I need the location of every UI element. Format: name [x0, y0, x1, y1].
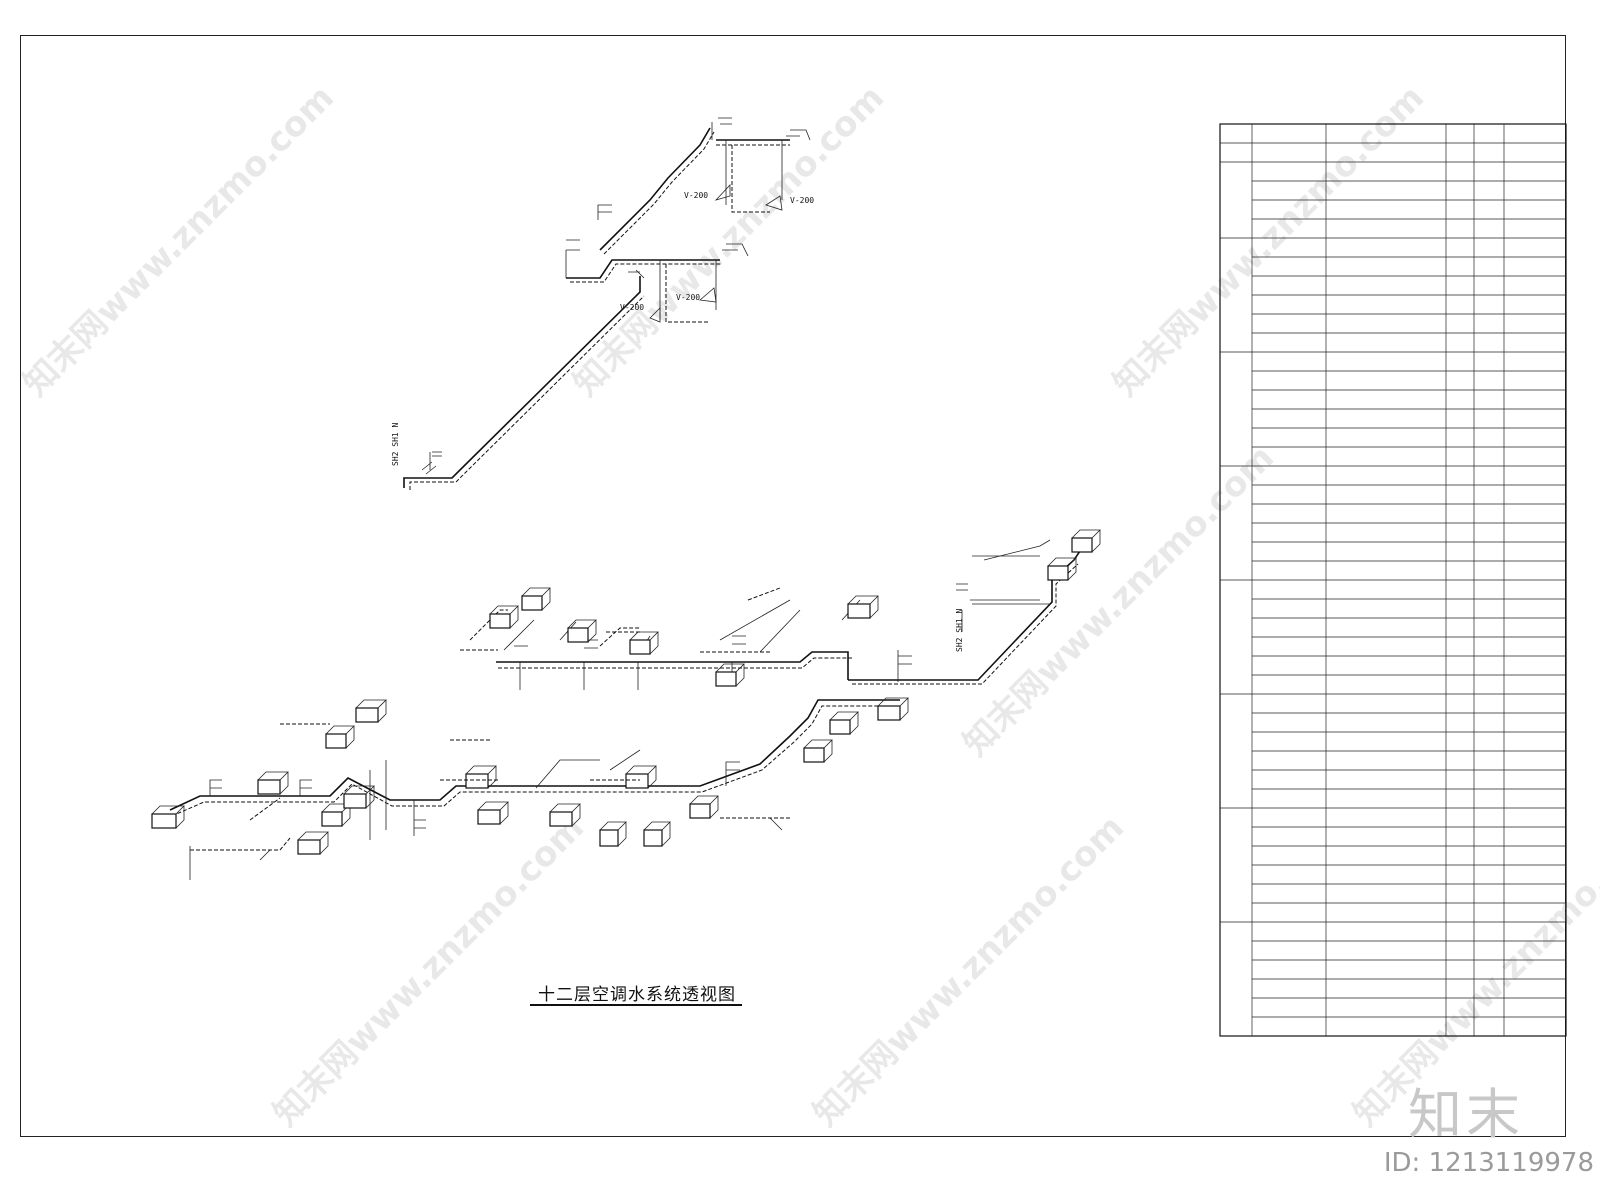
- drawing-title: 十二层空调水系统透视图: [538, 985, 736, 1005]
- brand-watermark: 知末: [1408, 1083, 1524, 1146]
- valve-label: V-200: [676, 293, 700, 302]
- title-underline: [530, 1004, 742, 1006]
- riser-label: SH2 SH1 N: [955, 608, 964, 652]
- right-riser-system: SH2 SH1 N: [848, 529, 1101, 685]
- upper-branch: [460, 587, 912, 690]
- equipment-table: [1219, 123, 1567, 1037]
- valve-label: V-200: [790, 196, 814, 205]
- image-id-label: ID: 1213119978: [1383, 1148, 1594, 1178]
- lower-branch: [151, 697, 909, 880]
- upper-riser-system: SH2 SH1 N V-200 V-200 V-200 V: [391, 117, 814, 490]
- riser-label: SH2 SH1 N: [391, 422, 400, 466]
- valve-label: V-200: [684, 191, 708, 200]
- valve-label: V-200: [620, 303, 644, 312]
